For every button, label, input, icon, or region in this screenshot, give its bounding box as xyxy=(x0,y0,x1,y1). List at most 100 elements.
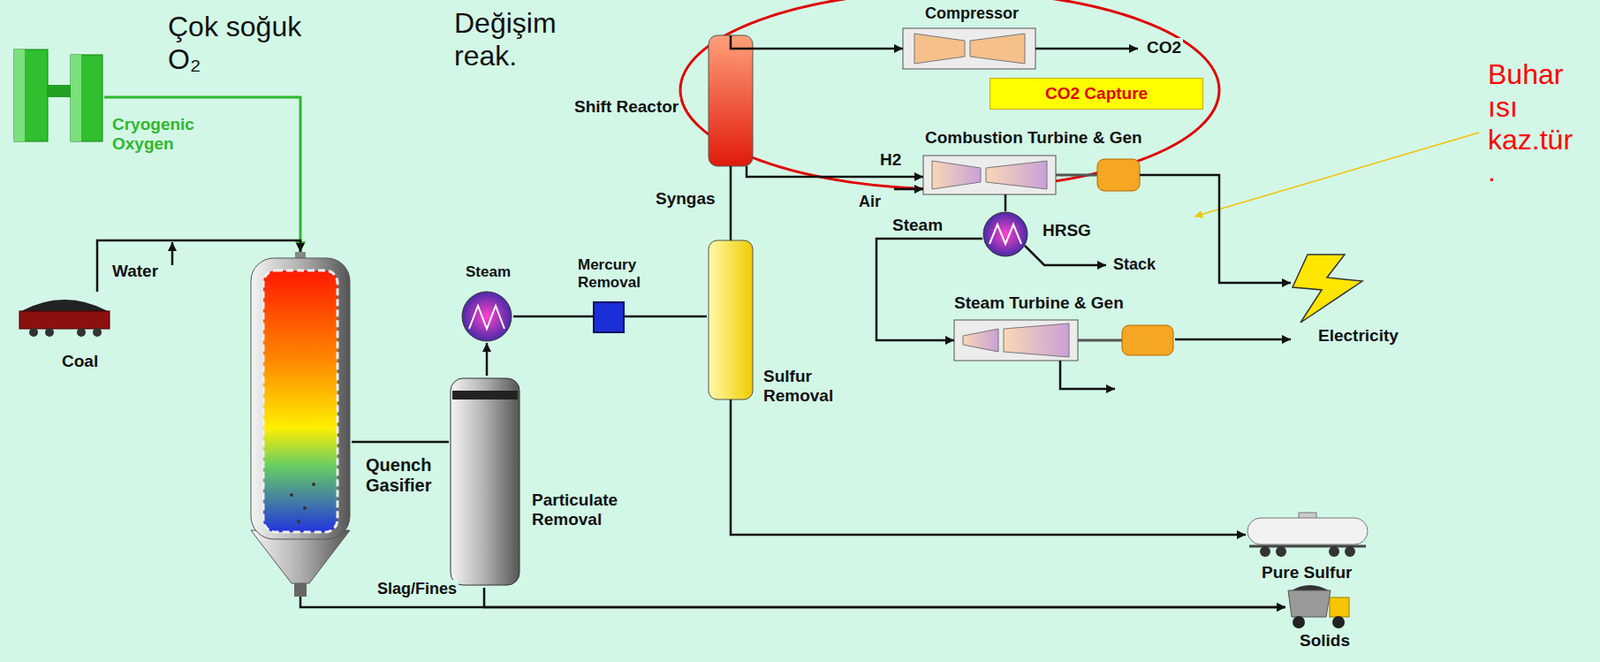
shift-reactor xyxy=(708,35,753,167)
combustion-turbine xyxy=(932,160,981,190)
compressor xyxy=(902,28,1036,69)
compressor xyxy=(970,33,1025,64)
unit-label: Solids xyxy=(1297,630,1352,651)
unit-label: HRSG xyxy=(1040,220,1093,241)
process-unit: Particulate Removal xyxy=(448,375,522,588)
sulfur-tank-car xyxy=(1275,545,1287,557)
leader-arrow xyxy=(1194,132,1479,217)
flow-line xyxy=(300,596,1286,607)
sulfur-column xyxy=(708,240,753,400)
annotation: Çok soğuk O₂ xyxy=(166,10,325,76)
leader-arrow xyxy=(1194,132,1479,217)
steam-turbine xyxy=(1122,325,1174,356)
annotation: Değişim reak. xyxy=(452,7,559,73)
hrsg xyxy=(983,212,1028,257)
annotation: Water xyxy=(110,261,160,281)
gasifier xyxy=(263,270,338,532)
air-separation-towers xyxy=(70,54,82,142)
unit-label: Coal xyxy=(60,351,100,372)
shift-reactor xyxy=(708,35,753,167)
annotation: Slag/Fines xyxy=(375,579,459,599)
air-separation-towers xyxy=(70,54,103,142)
combustion-turbine xyxy=(923,155,1056,195)
sulfur-column xyxy=(708,240,753,400)
flow-line xyxy=(104,97,301,252)
unit-label: Compressor xyxy=(923,4,1021,23)
sulfur-tank-car xyxy=(1247,517,1368,545)
stack-arrow xyxy=(1024,245,1107,266)
coal-car xyxy=(19,299,110,337)
particulate-vessel xyxy=(452,390,518,400)
steam-turbine xyxy=(963,328,999,352)
dump-truck xyxy=(1288,584,1350,629)
combustion-turbine xyxy=(1055,174,1098,177)
dump-truck xyxy=(1288,590,1331,617)
flow-line xyxy=(513,315,594,319)
coal-car xyxy=(92,327,102,337)
unit-label: Mercury Removal xyxy=(576,256,643,291)
flow-line xyxy=(484,587,1286,607)
coal-car xyxy=(29,327,38,337)
co2-arrow xyxy=(1035,47,1138,51)
air-separation-towers xyxy=(47,84,71,98)
process-unit: Steam xyxy=(460,289,514,343)
sulfur-tank-car xyxy=(1344,545,1356,557)
unit-label: Particulate Removal xyxy=(530,490,620,530)
process-unit: Quench Gasifier xyxy=(249,251,352,597)
heat-exchanger xyxy=(469,305,505,329)
unit-label: Sulfur Removal xyxy=(761,366,835,406)
process-unit: Coal xyxy=(15,291,114,334)
unit-label: CO2 Capture xyxy=(1045,83,1148,103)
air-inlet xyxy=(894,189,924,190)
sulfur-tank-car xyxy=(1328,545,1340,557)
flow-line xyxy=(485,342,489,376)
gasifier xyxy=(289,492,294,497)
flow-line xyxy=(729,166,733,241)
gasifier xyxy=(303,506,307,510)
stack-arrow xyxy=(1024,245,1107,266)
process-unit: Steam Turbine & Gen xyxy=(954,318,1176,363)
co2-arrow xyxy=(1035,48,1138,50)
dump-truck xyxy=(1329,597,1350,617)
gasifier xyxy=(250,251,350,597)
steam-turbine xyxy=(1077,339,1123,342)
coal-car xyxy=(45,327,54,337)
combustion-turbine xyxy=(985,160,1047,190)
unit-label: Cryogenic Oxygen xyxy=(110,114,197,154)
steam-turbine xyxy=(954,319,1078,361)
gasifier xyxy=(250,257,350,539)
unit-label: Pure Sulfur xyxy=(1259,562,1354,583)
exhaust-arrow xyxy=(1060,360,1115,389)
process-unit: Electricity xyxy=(1290,251,1371,349)
flow-line xyxy=(1004,194,1008,212)
process-unit: Solids xyxy=(1285,583,1352,630)
gasifier xyxy=(311,482,316,486)
gasifier xyxy=(294,583,307,597)
water-arrow xyxy=(172,242,174,266)
process-unit: Compressor xyxy=(902,28,1036,69)
coal-car xyxy=(19,310,110,329)
process-unit: Mercury Removal xyxy=(593,302,624,333)
process-unit: Pure Sulfur xyxy=(1245,514,1370,559)
water-arrow xyxy=(171,242,175,266)
flow-label: Steam xyxy=(890,215,945,236)
annotation: CO2 xyxy=(1145,37,1183,58)
dump-truck xyxy=(1292,615,1305,629)
compressor xyxy=(914,33,965,64)
mercury-bed xyxy=(593,302,624,333)
annotation: Buhar ısı kaz.tür . xyxy=(1486,58,1575,189)
flow-label: Syngas xyxy=(653,189,718,209)
unit-label: Steam xyxy=(463,263,513,281)
sulfur-tank-car xyxy=(1247,512,1368,557)
process-unit: Cryogenic Oxygen xyxy=(12,44,105,144)
unit-label: Quench Gasifier xyxy=(363,454,433,496)
compressor xyxy=(902,28,1036,69)
hrsg xyxy=(989,224,1022,244)
flow-line xyxy=(730,35,903,49)
unit-label: Steam Turbine & Gen xyxy=(952,293,1126,313)
gasifier xyxy=(263,270,338,532)
particulate-vessel xyxy=(450,378,520,585)
exhaust-arrow xyxy=(1060,360,1115,389)
process-unit: Combustion Turbine & Gen xyxy=(923,155,1140,195)
